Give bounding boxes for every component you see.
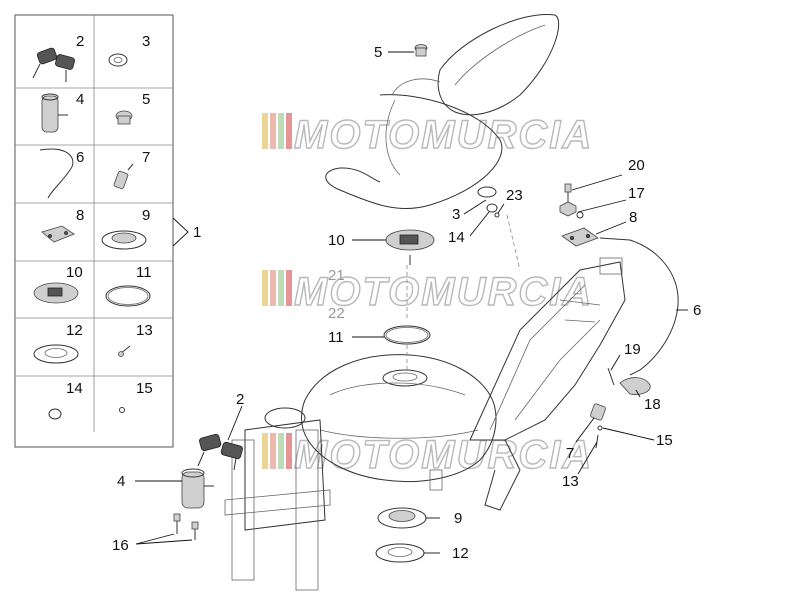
svg-text:MOTOMURCIA: MOTOMURCIA [294,113,593,157]
callout-12: 12 [452,545,469,562]
kit-label: 1 [193,224,201,241]
washer-17b-part [576,211,584,219]
key-set-icon [32,47,75,82]
kit-cell-label: 13 [136,322,153,339]
callout-20: 20 [628,157,645,174]
kit-cell-label: 6 [76,149,84,166]
o-ring-part [383,325,431,345]
tank-ring-part [377,507,427,529]
kit-cell-label: 15 [136,380,153,397]
bolts-16-part [173,513,199,540]
callout-5: 5 [374,44,382,61]
o-ring-icon [105,285,151,307]
ignition-lock-part [181,468,214,509]
tank-flange-icon [33,282,79,304]
screw-13-part [595,434,599,449]
lock-pin-icon [113,163,134,190]
kit-cell-label: 5 [142,91,150,108]
callout-4: 4 [117,473,125,490]
callout-22: 22 [328,305,345,322]
callout-7: 7 [566,445,574,462]
seat-lock-plate-part [561,227,599,247]
callout-8: 8 [629,209,637,226]
key-set-part [197,433,243,471]
callout-19: 19 [624,341,641,358]
washer-23-part [494,212,500,218]
tank-flange-part [385,229,435,251]
rubber-cap-part [414,44,428,57]
frame-drawing [469,257,626,511]
callout-11: 11 [328,329,344,346]
pin-19-part [607,367,615,386]
kit-cell-label: 10 [66,264,83,281]
callout-leaders [135,51,688,554]
callout-10: 10 [328,232,345,249]
gasket-plate-part [375,543,425,563]
kit-cell-label: 4 [76,91,84,108]
nut-17-part [559,201,577,217]
kit-cell-label: 3 [142,33,150,50]
watermark-top: MOTOMURCIA [262,112,593,158]
kit-cell-label: 9 [142,207,150,224]
tank-ring-icon [101,230,147,250]
seat-drawing [325,13,560,210]
callout-numbers: 5 3 23 14 10 21 22 11 20 17 8 6 19 18 7 … [112,44,701,562]
gasket-plate-icon [33,344,79,364]
ignition-lock-icon [41,93,68,133]
clip-part [486,203,498,213]
watermark-middle: MOTOMURCIA [262,269,592,315]
seat-lock-plate-icon [41,225,75,243]
kit-bracket [172,217,189,247]
washer-icon [108,53,128,67]
callout-23: 23 [506,187,523,204]
callout-6: 6 [693,302,701,319]
fuel-tank-drawing [301,354,497,491]
callout-9: 9 [454,510,462,527]
kit-cell-label: 2 [76,33,84,50]
svg-text:MOTOMURCIA: MOTOMURCIA [294,433,593,477]
callout-14: 14 [448,229,465,246]
kit-cell-label: 12 [66,322,83,339]
callout-15: 15 [656,432,673,449]
small-washer-part [597,425,603,431]
kit-cell-label: 14 [66,380,83,397]
cable-icon [39,148,74,199]
callout-16: 16 [112,537,129,554]
cable-part [599,237,679,376]
callout-2: 2 [236,391,244,408]
screw-icon [118,345,131,357]
lever-18-part [619,377,651,395]
rubber-cap-icon [115,110,133,125]
callout-21: 21 [328,267,345,284]
callout-17: 17 [628,185,645,202]
watermark-bottom: MOTOMURCIA [262,432,593,478]
washer-part [477,186,497,198]
clip-icon [48,408,62,420]
lock-pin-part [590,403,606,421]
callout-13: 13 [562,473,579,490]
kit-cell-label: 11 [136,264,152,281]
front-fork-drawing [224,407,331,591]
kit-cell-label: 8 [76,207,84,224]
small-washer-icon [119,407,125,413]
callout-3: 3 [452,206,460,223]
callout-18: 18 [644,396,661,413]
kit-cell-label: 7 [142,149,150,166]
kit-box: 1 2 3 4 5 6 7 8 9 10 11 12 13 14 15 [14,14,201,448]
